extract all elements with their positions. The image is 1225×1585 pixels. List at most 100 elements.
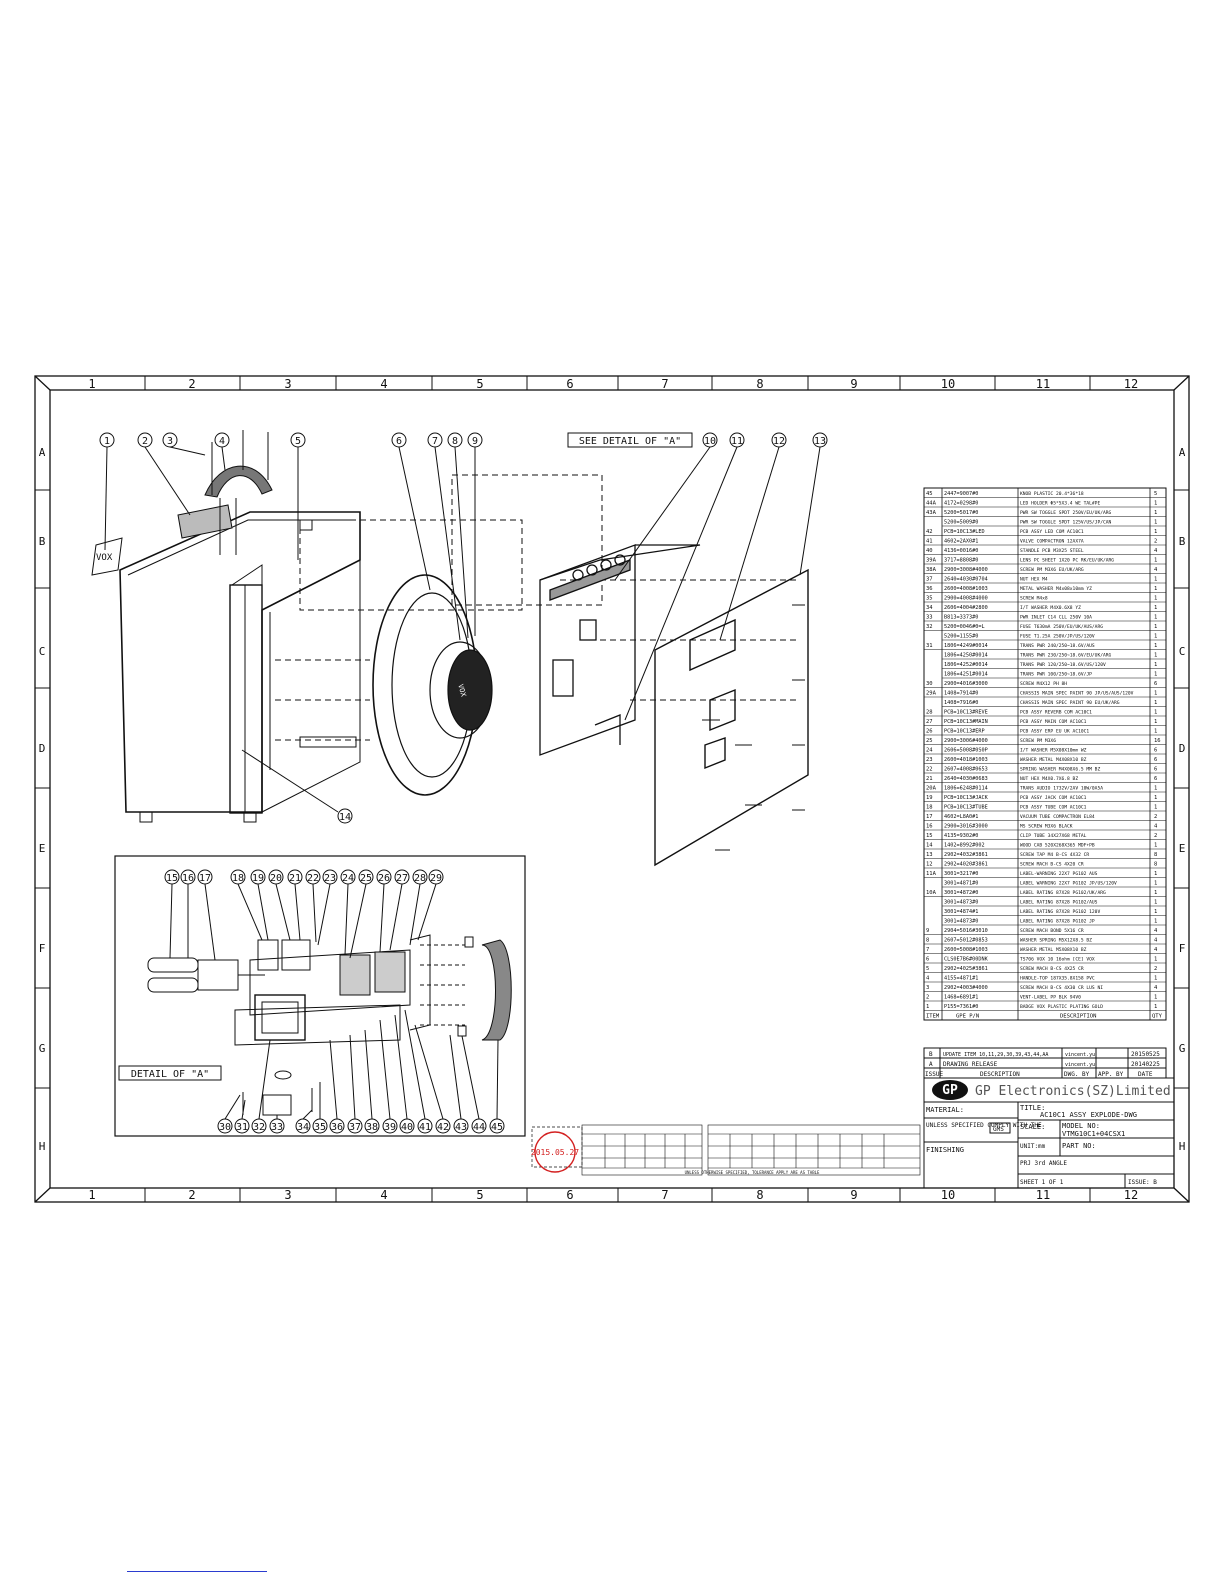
bom-part-number: 2902=4020#3861 bbox=[944, 862, 988, 868]
col-label: 4 bbox=[380, 1188, 387, 1202]
exploded-view: VOX VOX bbox=[91, 430, 809, 867]
bom-description: SCREW PM M3X6 bbox=[1020, 738, 1056, 744]
bom-item-number: 7 bbox=[926, 947, 929, 953]
bom-part-number: 3001=4872#0 bbox=[944, 890, 978, 896]
bom-description: I/T WASHER M4X0.6X8 YZ bbox=[1020, 605, 1081, 611]
bom-description: STANDLE PCB M3X25 STEEL bbox=[1020, 548, 1084, 554]
bom-quantity: 1 bbox=[1154, 672, 1157, 678]
bom-part-number: 1806=4251#0014 bbox=[944, 672, 988, 678]
bom-item-number: 35 bbox=[926, 596, 933, 602]
bom-quantity: 6 bbox=[1154, 681, 1157, 687]
bom-item-number: 13 bbox=[926, 852, 933, 858]
detail-callout-label: 19 bbox=[252, 873, 264, 884]
row-label: H bbox=[39, 1140, 46, 1153]
bom-description: PCB ASSY TUBE COM AC10C1 bbox=[1020, 805, 1087, 811]
bom-description: PWR INLET C14 CLL 250V 10A bbox=[1020, 615, 1092, 621]
bom-quantity: 1 bbox=[1154, 786, 1157, 792]
bom-part-number: PCB=10C13#LED bbox=[944, 529, 985, 535]
stamp-date: 2015.05.27 bbox=[531, 1148, 579, 1157]
col-label: 11 bbox=[1036, 377, 1050, 391]
col-label: 7 bbox=[661, 377, 668, 391]
row-label: F bbox=[39, 942, 46, 955]
bom-quantity: 1 bbox=[1154, 605, 1157, 611]
detail-callout-label: 15 bbox=[166, 873, 178, 884]
bom-description: LABEL RATING 87X28 PG102/UK/ARG bbox=[1020, 890, 1106, 896]
bom-part-number: 4136=0016#0 bbox=[944, 548, 978, 554]
detail-box bbox=[114, 855, 526, 1137]
detail-callout-label: 44 bbox=[473, 1122, 485, 1133]
bom-item-number: 16 bbox=[926, 824, 933, 830]
row-label: H bbox=[1179, 1140, 1186, 1153]
bom-description: LENS PC SHEET 1X20 PC RK/EU/UK/ARG bbox=[1020, 558, 1114, 564]
bom-description: WASHER SPRING M5X12X8.5 BZ bbox=[1020, 938, 1092, 944]
col-label: 6 bbox=[566, 377, 573, 391]
bom-description: WASHER METAL M5X08X10 BZ bbox=[1020, 947, 1087, 953]
bom-item-number: 27 bbox=[926, 719, 933, 725]
column-labels: 1 2 3 4 5 6 7 8 9 10 11 12 1 2 3 4 5 6 7… bbox=[88, 377, 1138, 1202]
rev-date: 20140225 bbox=[1131, 1061, 1160, 1068]
bom-item-number: 23 bbox=[926, 757, 933, 763]
rev-header-date: DATE bbox=[1138, 1071, 1153, 1078]
bom-quantity: 4 bbox=[1154, 824, 1158, 830]
bom-part-number: 2607=5012#0853 bbox=[944, 938, 988, 944]
bom-part-number: 1806=4250#0014 bbox=[944, 653, 988, 659]
bom-item-number: 1 bbox=[926, 1004, 929, 1010]
bom-quantity: 2 bbox=[1154, 814, 1157, 820]
unless-value: GMS bbox=[993, 1126, 1004, 1133]
bom-quantity: 1 bbox=[1154, 976, 1157, 982]
bom-part-number: 5200=5009#0 bbox=[944, 520, 978, 526]
handle bbox=[204, 430, 273, 555]
bom-description: I/T WASHER M5X08X10mm WZ bbox=[1020, 748, 1087, 754]
detail-callout-label: 37 bbox=[349, 1122, 361, 1133]
bom-item-number: 36 bbox=[926, 586, 933, 592]
bom-part-number: 3001=4871#0 bbox=[944, 881, 978, 887]
bom-quantity: 1 bbox=[1154, 634, 1157, 640]
rev-header-app: APP. BY bbox=[1098, 1071, 1124, 1078]
row-label: D bbox=[1179, 742, 1186, 755]
detail-callout-label: 40 bbox=[401, 1122, 413, 1133]
bom-quantity: 1 bbox=[1154, 586, 1157, 592]
material-label: MATERIAL: bbox=[926, 1106, 964, 1114]
bom-quantity: 1 bbox=[1154, 957, 1157, 963]
bom-item-number: 19 bbox=[926, 795, 933, 801]
row-label: B bbox=[39, 535, 46, 548]
gp-logo bbox=[932, 1080, 968, 1100]
row-label: B bbox=[1179, 535, 1186, 548]
callout-label: 6 bbox=[396, 436, 402, 447]
bom-description: FUSE T1.25A 250V/JP/US/120V bbox=[1020, 634, 1095, 640]
bom-description: SCREW TAP M4 B-CS 4X32 CR bbox=[1020, 852, 1089, 858]
row-label: C bbox=[39, 645, 46, 658]
bom-description: BADGE VOX PLASTIC PLATING GOLD bbox=[1020, 1004, 1103, 1010]
row-label: D bbox=[39, 742, 46, 755]
bom-description: PWR SW TOGGLE SPDT 250V/EU/UK/ARG bbox=[1020, 510, 1112, 516]
detail-callout-label: 43 bbox=[455, 1122, 467, 1133]
detail-callout-label: 31 bbox=[236, 1122, 248, 1133]
detail-callout-label: 26 bbox=[378, 873, 390, 884]
scale-label: SCALE: bbox=[1020, 1123, 1045, 1131]
col-label: 8 bbox=[756, 377, 763, 391]
col-label: 3 bbox=[284, 1188, 291, 1202]
bom-description: TS706 VOX 10 16ohm [CE] VOX bbox=[1020, 957, 1095, 963]
bom-description: LABEL RATING 87X28 PG102 120V bbox=[1020, 909, 1100, 915]
bom-description: FUSE T630mA 250V/EU/UK/AUS/ARG bbox=[1020, 624, 1103, 630]
bom-part-number: 2447=9007#0 bbox=[944, 491, 978, 497]
badge-text: VOX bbox=[96, 553, 113, 563]
bom-description: PCB ASSY REVERB COM AC10C1 bbox=[1020, 710, 1092, 716]
bom-part-number: 1408=7914#0 bbox=[944, 691, 978, 697]
detail-callout-label: 18 bbox=[232, 873, 244, 884]
col-label: 2 bbox=[188, 1188, 195, 1202]
bom-part-number: 2900=3008#4000 bbox=[944, 567, 988, 573]
bom-part-number: 1806=4252#0014 bbox=[944, 662, 988, 668]
bom-quantity: 1 bbox=[1154, 520, 1157, 526]
bom-quantity: 1 bbox=[1154, 890, 1157, 896]
detail-callout-label: 35 bbox=[314, 1122, 326, 1133]
detail-callout-label: 34 bbox=[297, 1122, 309, 1133]
bom-item-number: 4 bbox=[926, 976, 930, 982]
bom-description: SCREW MACH B-CS 4X30 CR LUS NI bbox=[1020, 985, 1103, 991]
rev-issue: B bbox=[929, 1051, 933, 1058]
bom-quantity: 1 bbox=[1154, 700, 1157, 706]
col-label: 12 bbox=[1124, 1188, 1138, 1202]
col-label: 11 bbox=[1036, 1188, 1050, 1202]
detail-callouts-bottom: 30 31 32 33 34 35 36 37 38 39 40 41 42 4… bbox=[217, 1009, 505, 1134]
bom-part-number: 3001=3217#0 bbox=[944, 871, 978, 877]
